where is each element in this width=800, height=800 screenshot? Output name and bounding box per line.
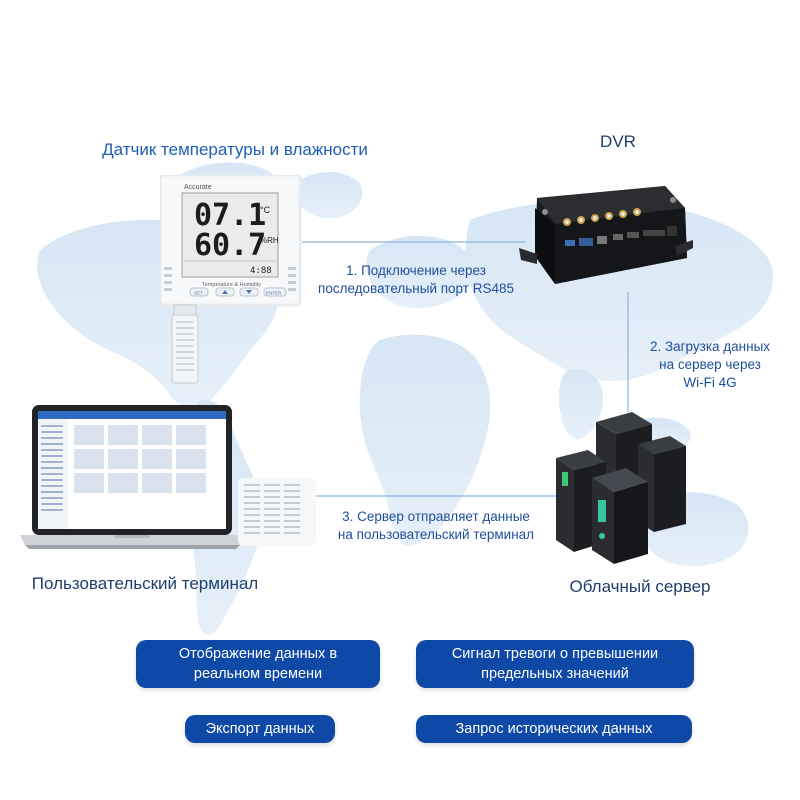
sensor-temperature-value: 07.1 — [194, 198, 266, 233]
feature-realtime-line2: реальном времени — [193, 666, 323, 682]
feature-limit-alarm: Сигнал тревоги о превышении предельных з… — [416, 640, 694, 688]
temperature-humidity-sensor: Accurate 07.1 °C 60.7 %RH 4:88 Temperatu… — [160, 175, 302, 384]
sensor-enter-button: ENTER — [266, 291, 282, 296]
dvr-title: DVR — [600, 132, 636, 151]
sensor-set-button: SET — [194, 291, 203, 296]
feature-alarm-line2: предельных значений — [481, 666, 629, 682]
feature-alarm-line1: Сигнал тревоги о превышении — [451, 646, 659, 662]
sensor-brand: Accurate — [184, 184, 212, 191]
feature-data-export: Экспорт данных — [185, 715, 335, 743]
step1-line2: последовательный порт RS485 — [318, 281, 514, 296]
cloud-title: Облачный сервер — [569, 577, 711, 596]
terminal-title: Пользовательский терминал — [31, 574, 259, 593]
feature-history-label: Запрос исторических данных — [455, 721, 653, 737]
feature-export-label: Экспорт данных — [205, 721, 315, 737]
feature-realtime-display: Отображение данных в реальном времени — [136, 640, 380, 688]
step3-label: 3. Сервер отправляет данные на пользоват… — [338, 508, 534, 544]
step2-line3: Wi-Fi 4G — [683, 375, 737, 390]
step3-line1: 3. Сервер отправляет данные — [342, 509, 530, 524]
step2-label: 2. Загрузка данных на сервер через Wi-Fi… — [650, 338, 770, 392]
sensor-humidity-unit: %RH — [260, 236, 279, 245]
sensor-down-button-icon — [246, 290, 252, 294]
sensor-probe — [171, 314, 199, 384]
step2-line2: на сервер через — [659, 357, 761, 372]
sensor-caption: Temperature & Humidity — [202, 282, 261, 288]
server-front-light — [598, 500, 606, 522]
step2-line1: 2. Загрузка данных — [649, 339, 771, 354]
data-table-sheet — [238, 478, 316, 546]
cloud-server-rack — [556, 412, 686, 564]
step1-line1: 1. Подключение через — [346, 263, 486, 278]
sensor-up-button-icon — [222, 290, 228, 294]
sensor-title: Датчик температуры и влажности — [102, 140, 368, 159]
sensor-temperature-unit: °C — [260, 205, 271, 215]
sensor-small-reading: 4:88 — [250, 266, 272, 276]
feature-realtime-line1: Отображение данных в — [178, 646, 338, 662]
server-status-light — [562, 472, 568, 486]
feature-history-query: Запрос исторических данных — [416, 715, 692, 743]
step3-line2: на пользовательский терминал — [337, 527, 535, 542]
dvr-device — [519, 186, 693, 284]
user-terminal-laptop — [20, 405, 245, 549]
sensor-humidity-value: 60.7 — [194, 228, 266, 263]
step1-label: 1. Подключение через последовательный по… — [318, 262, 514, 298]
